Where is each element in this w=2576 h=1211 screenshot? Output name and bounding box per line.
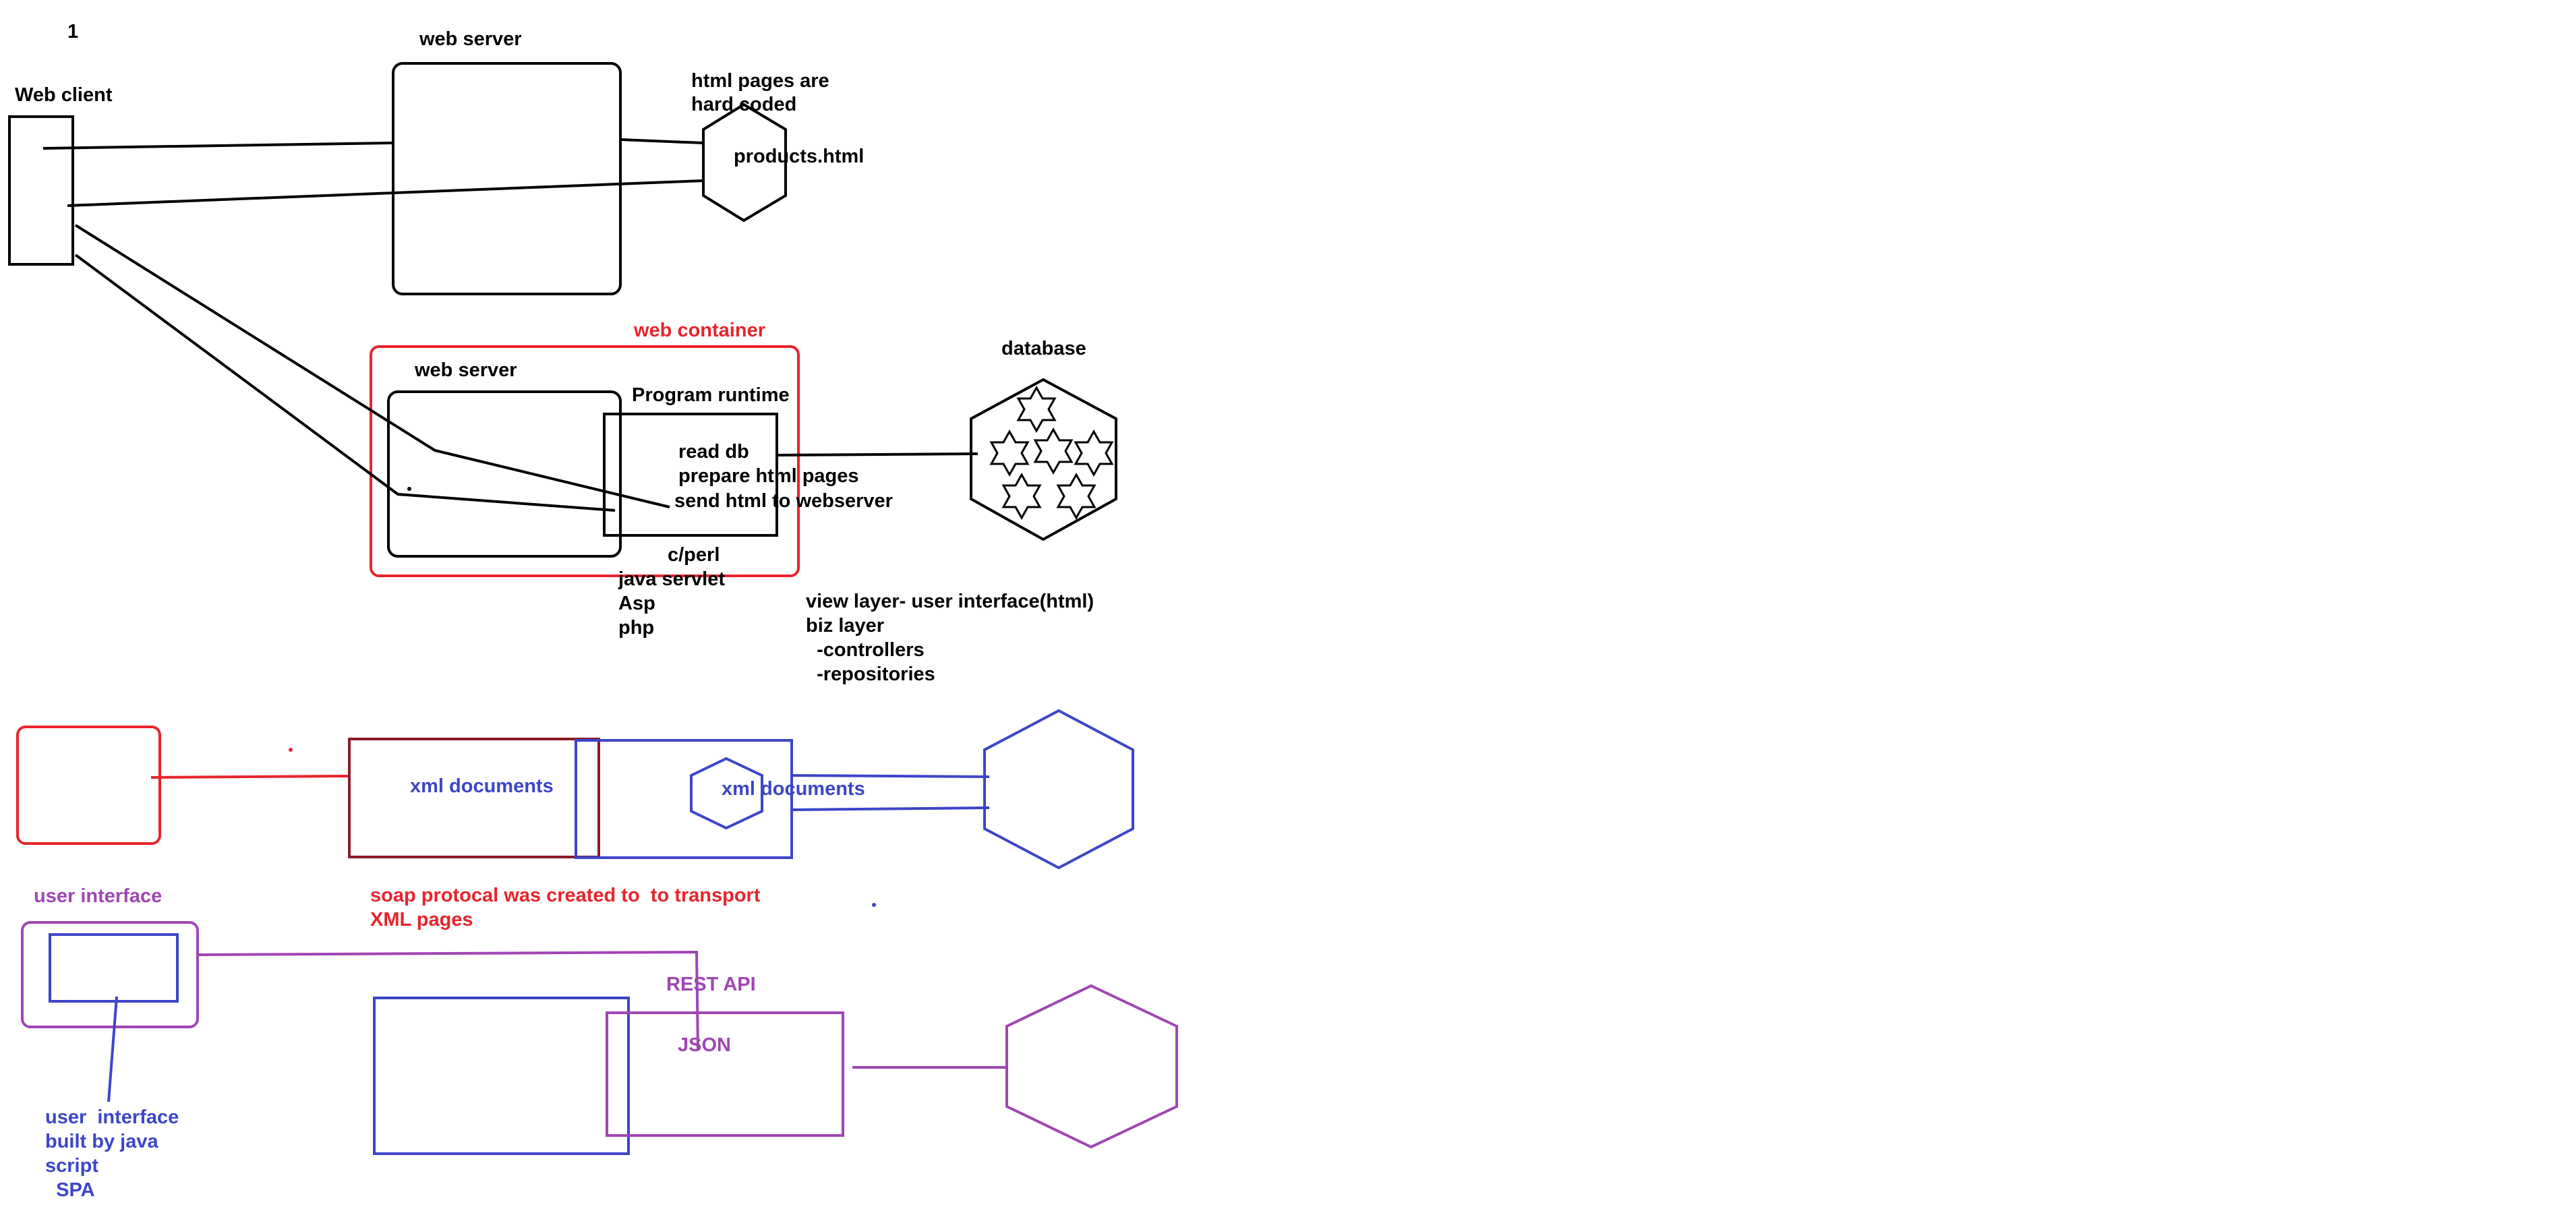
html-file-hexagon xyxy=(702,102,787,223)
xml-documents-box-2 xyxy=(575,739,793,859)
layer-view: view layer- user interface(html) xyxy=(806,591,1094,612)
ui-note-line4: SPA xyxy=(45,1179,95,1201)
step-read-db: read db xyxy=(678,441,749,463)
soap-note-line1: soap protocal was created to to transpor… xyxy=(370,885,761,906)
runtime-asp: Asp xyxy=(618,593,655,614)
xml-documents-box-1 xyxy=(348,738,600,858)
runtime-php: php xyxy=(618,617,654,639)
web-server-label-1: web server xyxy=(419,28,522,50)
section3-connectors xyxy=(791,774,990,811)
rest-service-hexagon xyxy=(1005,984,1178,1149)
red-dot xyxy=(289,748,293,752)
database-hexagon xyxy=(970,378,1117,541)
hardcoded-note-line1: html pages are xyxy=(691,70,829,92)
rest-api-label: REST API xyxy=(666,974,756,995)
xml-hexagon-small xyxy=(690,757,763,830)
xml-documents-label-1: xml documents xyxy=(410,775,554,797)
section1-connectors xyxy=(42,138,704,207)
runtime-java-servlet: java servlet xyxy=(618,568,725,590)
blue-dot xyxy=(872,903,876,907)
web-container-label: web container xyxy=(633,320,765,341)
ui-note-line3: script xyxy=(45,1155,98,1177)
step-send-html: send html to webserver xyxy=(674,490,893,512)
step-prepare-html: prepare html pages xyxy=(678,465,859,487)
section4-connectors xyxy=(197,950,1007,1069)
rest-api-box xyxy=(606,1011,844,1137)
json-label: JSON xyxy=(678,1034,731,1056)
web-client-box xyxy=(8,115,74,266)
user-interface-outer-box xyxy=(21,921,199,1028)
ui-note-line1: user interface xyxy=(45,1106,179,1128)
user-interface-label: user interface xyxy=(34,885,162,907)
runtime-c-perl: c/perl xyxy=(668,544,720,566)
layer-repositories: -repositories xyxy=(806,663,935,685)
web-client-label: Web client xyxy=(15,84,113,106)
program-runtime-box xyxy=(603,413,778,537)
layer-controllers: -controllers xyxy=(806,639,925,661)
web-server-box-1 xyxy=(392,62,622,295)
section2-connectors xyxy=(74,224,978,512)
spa-server-box xyxy=(373,997,630,1155)
xml-documents-label-2: xml documents xyxy=(722,778,865,800)
database-label: database xyxy=(1001,338,1086,359)
soap-note-line2: XML pages xyxy=(370,909,473,931)
page-number: 1 xyxy=(67,21,78,42)
soap-client-connector xyxy=(150,775,350,779)
web-container-box xyxy=(370,345,800,577)
stray-dot xyxy=(407,487,411,491)
products-html-label: products.html xyxy=(734,146,864,167)
soap-client-box xyxy=(16,726,161,845)
spa-pointer xyxy=(107,996,118,1102)
web-server-box-2 xyxy=(387,390,622,558)
xml-service-hexagon xyxy=(983,709,1134,870)
layer-biz: biz layer xyxy=(806,615,884,637)
web-server-label-2: web server xyxy=(414,359,517,381)
ui-note-line2: built by java xyxy=(45,1131,158,1152)
database-stars xyxy=(989,385,1114,521)
user-interface-inner-box xyxy=(49,933,179,1003)
program-runtime-label: Program runtime xyxy=(632,384,790,406)
